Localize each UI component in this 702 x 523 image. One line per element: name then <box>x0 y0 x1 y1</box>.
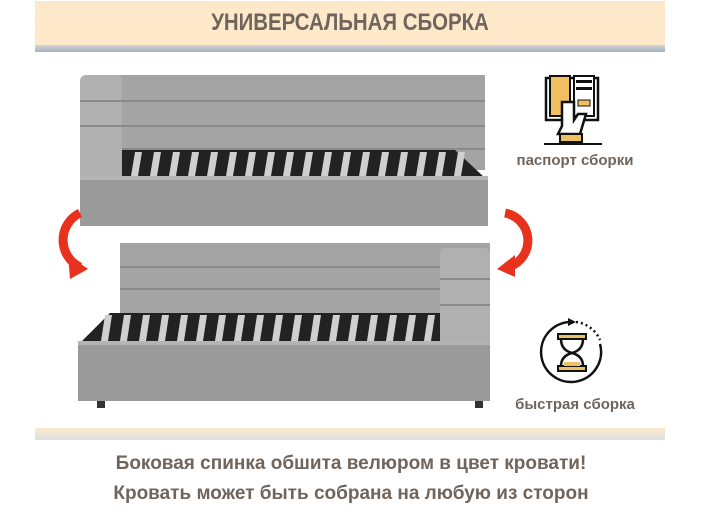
bed-slat <box>424 315 435 341</box>
quick-assembly-label: быстрая сборка <box>515 396 635 413</box>
bed-slat <box>321 152 332 176</box>
bed-slat <box>226 152 237 176</box>
bed-slat <box>177 315 188 341</box>
bed-slat <box>101 315 112 341</box>
bed-slat <box>245 152 256 176</box>
bed-slat <box>405 315 416 341</box>
bed-slat <box>367 315 378 341</box>
bed-slat <box>454 152 465 176</box>
bed-slat <box>359 152 370 176</box>
bed-slat <box>291 315 302 341</box>
bed-slat <box>150 152 161 176</box>
footer-line-2: Кровать может быть собрана на любую из с… <box>113 483 589 504</box>
rotate-arrow-left-icon <box>58 208 88 279</box>
bed-slat <box>188 152 199 176</box>
bed-slat <box>196 315 207 341</box>
page-title: УНИВЕРСАЛЬНАЯ СБОРКА <box>211 9 489 36</box>
bed-slat <box>139 315 150 341</box>
rotate-arrow-right-icon <box>497 208 533 277</box>
bed-slat <box>264 152 275 176</box>
bed-slat <box>253 315 264 341</box>
footer-line-1: Боковая спинка обшита велюром в цвет кро… <box>115 453 587 474</box>
bed-slat <box>397 152 408 176</box>
bed-slat <box>302 152 313 176</box>
bed-slat <box>169 152 180 176</box>
bed-slat <box>386 315 397 341</box>
bed-slat <box>215 315 226 341</box>
hourglass-icon <box>539 318 603 384</box>
bed-slat <box>435 152 446 176</box>
manual-book-icon <box>544 75 602 145</box>
bed-slat <box>310 315 321 341</box>
bed-slat <box>329 315 340 341</box>
bed-slat <box>158 315 169 341</box>
bed-slat <box>234 315 245 341</box>
bed-slat <box>378 152 389 176</box>
bed-slat <box>207 152 218 176</box>
bed-left-arm-image <box>80 75 488 226</box>
header-banner <box>35 1 665 45</box>
bed-slat <box>340 152 351 176</box>
bed-right-arm-image <box>78 243 490 408</box>
bed-slat <box>272 315 283 341</box>
manual-label: паспорт сборки <box>516 152 634 169</box>
bed-slat <box>131 152 142 176</box>
footer-divider <box>35 428 665 440</box>
bed-slat <box>348 315 359 341</box>
bed-slat <box>416 152 427 176</box>
bed-slat <box>120 315 131 341</box>
bed-slat <box>283 152 294 176</box>
header-divider <box>35 45 665 52</box>
